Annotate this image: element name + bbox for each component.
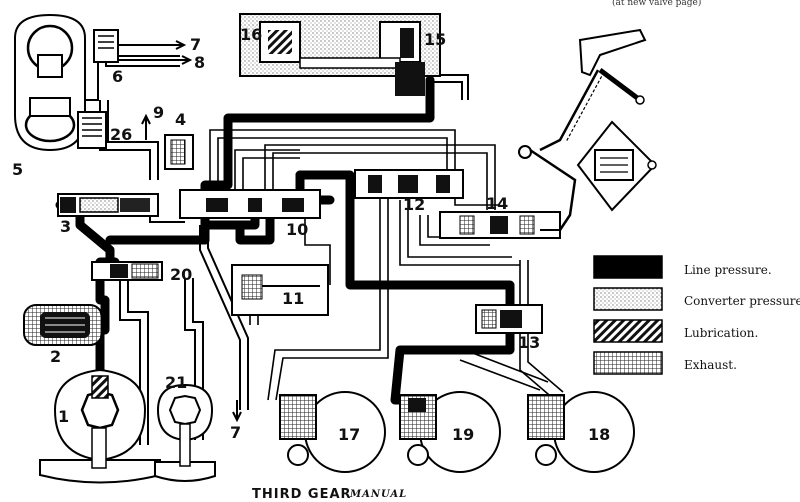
label-16: 16	[240, 25, 262, 44]
legend-swatch-exhaust	[593, 351, 663, 375]
part-17-servo	[279, 391, 386, 473]
legend: Line pressure. Converter pressure. Lubri…	[593, 255, 800, 375]
part-5-torque-converter	[14, 13, 86, 152]
legend-swatch-lubrication	[593, 319, 663, 343]
label-5: 5	[12, 160, 23, 179]
part-2-pressure-regulator	[23, 304, 103, 346]
label-20: 20	[170, 265, 192, 284]
subtitle-text: MANUAL	[349, 489, 407, 500]
label-13: 13	[518, 333, 540, 352]
legend-label-converter-pressure: Converter pressure.	[684, 294, 800, 308]
throttle-linkage	[518, 28, 657, 231]
legend-label-lubrication: Lubrication.	[684, 326, 758, 340]
part-12-valve	[354, 169, 464, 199]
label-21: 21	[165, 373, 187, 392]
label-18: 18	[588, 425, 610, 444]
flow-arrows	[118, 40, 242, 423]
label-10: 10	[286, 220, 308, 239]
part-16-15-valve-block	[239, 13, 441, 96]
part-10-valve	[179, 189, 321, 219]
legend-swatch-converter-pressure	[593, 287, 663, 311]
label-11: 11	[282, 289, 304, 308]
label-26: 26	[110, 125, 132, 144]
label-17: 17	[338, 425, 360, 444]
part-18-servo	[527, 391, 635, 473]
label-3: 3	[60, 217, 71, 236]
part-14-valve	[439, 211, 561, 239]
label-9: 9	[153, 103, 164, 122]
part-26-valve	[77, 111, 107, 149]
part-19-servo	[399, 391, 501, 473]
diagram-title: THIRD GEAR MANUAL	[252, 487, 407, 502]
part-4-valve	[164, 134, 194, 170]
label-15: 15	[424, 30, 446, 49]
label-1: 1	[58, 407, 69, 426]
part-number-labels: 1 2 3 4 5 6 7 7 8 9 10 11 12 13 14 15 16…	[12, 25, 610, 444]
part-11-valve	[231, 264, 329, 316]
legend-label-exhaust: Exhaust.	[684, 358, 737, 372]
part-21-pump	[154, 383, 216, 482]
part-1-pump	[39, 368, 161, 484]
part-20-valve	[91, 261, 163, 281]
label-12: 12	[403, 195, 425, 214]
legend-swatch-line-pressure	[593, 255, 663, 279]
label-6: 6	[112, 67, 123, 86]
title-text: THIRD GEAR	[252, 487, 352, 502]
label-7-top: 7	[190, 35, 201, 54]
thin-pipes	[209, 129, 564, 401]
label-14: 14	[486, 194, 508, 213]
part-6-valve	[93, 29, 119, 63]
part-3-valve	[57, 193, 159, 217]
label-8: 8	[194, 53, 205, 72]
legend-label-line-pressure: Line pressure.	[684, 263, 772, 277]
label-2: 2	[50, 347, 61, 366]
label-4: 4	[175, 110, 186, 129]
label-7-bottom: 7	[230, 423, 241, 442]
top-note: (at new valve page)	[612, 0, 701, 8]
part-13-valve	[475, 304, 543, 334]
label-19: 19	[452, 425, 474, 444]
